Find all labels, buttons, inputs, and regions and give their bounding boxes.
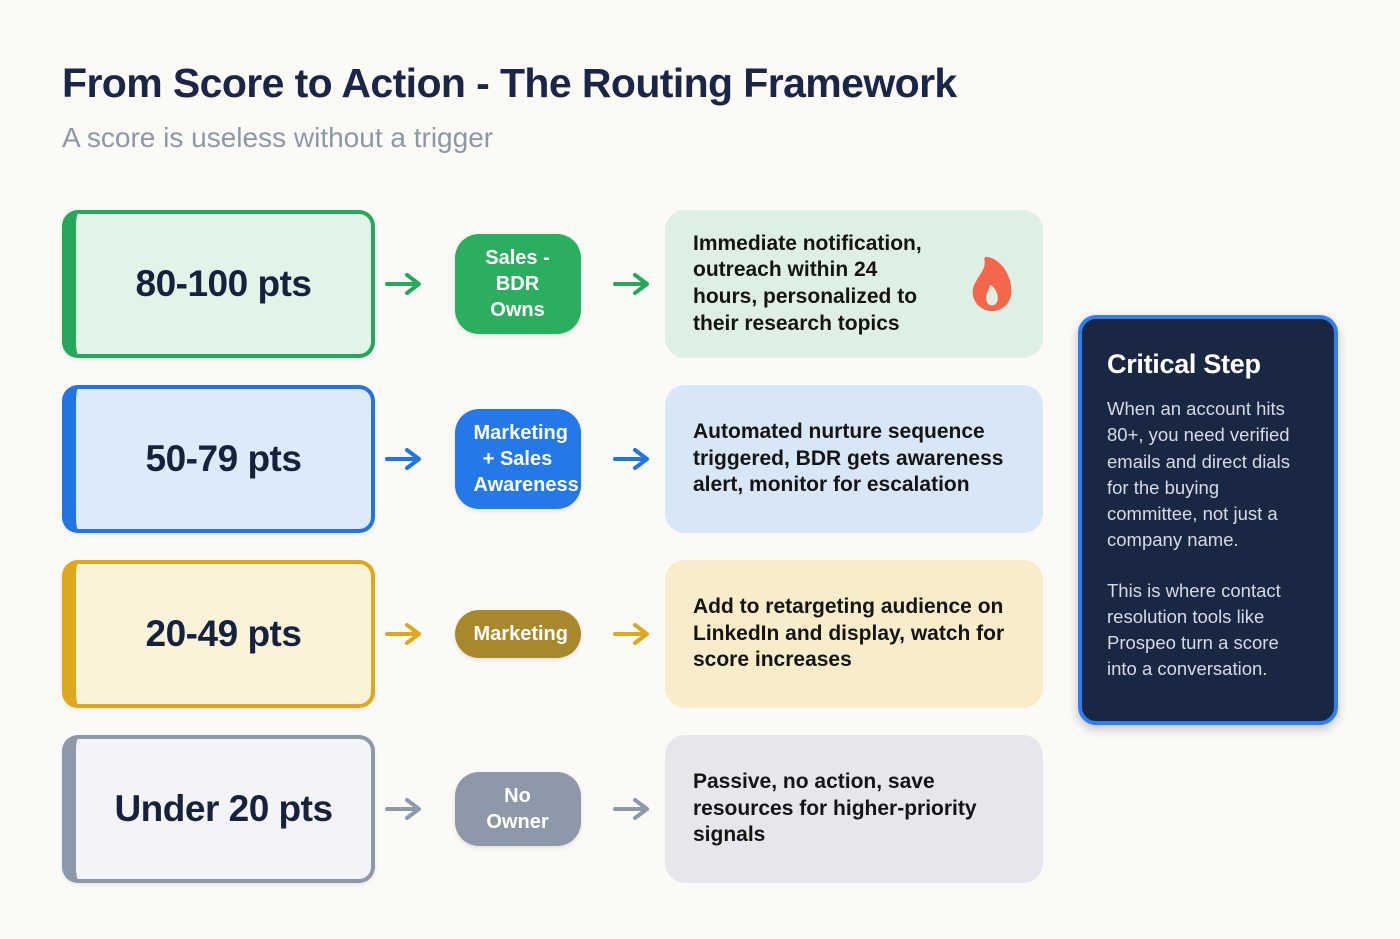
critical-step-title: Critical Step xyxy=(1107,349,1261,379)
routing-row-80-100: 80-100 pts Sales - BDR Owns Immediate no… xyxy=(62,210,1043,358)
score-range-box: 80-100 pts xyxy=(62,210,375,358)
critical-step-paragraph: This is where contact resolution tools l… xyxy=(1107,579,1281,680)
owner-pill: Marketing + Sales Awareness xyxy=(454,409,581,509)
page-title: From Score to Action - The Routing Frame… xyxy=(62,60,957,106)
action-box: Add to retargeting audience on LinkedIn … xyxy=(665,560,1043,708)
score-range-label: 50-79 pts xyxy=(145,438,302,479)
critical-step-card: Critical Step When an account hits 80+, … xyxy=(1078,315,1338,725)
routing-row-50-79: 50-79 pts Marketing + Sales Awareness Au… xyxy=(62,385,1043,533)
action-box: Passive, no action, save resources for h… xyxy=(665,735,1043,883)
score-range-label: 80-100 pts xyxy=(135,263,313,304)
arrow-right-icon xyxy=(375,446,435,472)
action-text: Passive, no action, save resources for h… xyxy=(693,770,977,847)
owner-pill-zone: Marketing + Sales Awareness xyxy=(435,409,600,509)
owner-pill-zone: Marketing xyxy=(435,610,600,658)
arrow-right-icon xyxy=(600,446,665,472)
score-range-box: 20-49 pts xyxy=(62,560,375,708)
action-box: Automated nurture sequence triggered, BD… xyxy=(665,385,1043,533)
owner-pill: No Owner xyxy=(454,772,581,846)
owner-pill-zone: Sales - BDR Owns xyxy=(435,234,600,334)
owner-pill: Marketing xyxy=(454,610,581,658)
flame-icon xyxy=(961,251,1023,317)
action-box: Immediate notification, outreach within … xyxy=(665,210,1043,358)
routing-row-20-49: 20-49 pts Marketing Add to retargeting a… xyxy=(62,560,1043,708)
action-text: Immediate notification, outreach within … xyxy=(693,231,922,335)
arrow-right-icon xyxy=(600,271,665,297)
score-range-box: Under 20 pts xyxy=(62,735,375,883)
arrow-right-icon xyxy=(375,271,435,297)
score-range-box: 50-79 pts xyxy=(62,385,375,533)
arrow-right-icon xyxy=(600,621,665,647)
arrow-right-icon xyxy=(600,796,665,822)
arrow-right-icon xyxy=(375,796,435,822)
routing-rows: 80-100 pts Sales - BDR Owns Immediate no… xyxy=(62,210,1043,883)
action-text: Add to retargeting audience on LinkedIn … xyxy=(693,595,1005,672)
owner-pill-zone: No Owner xyxy=(435,772,600,846)
page-subtitle: A score is useless without a trigger xyxy=(62,122,494,153)
score-range-label: Under 20 pts xyxy=(114,788,333,829)
critical-step-paragraph: When an account hits 80+, you need verif… xyxy=(1107,398,1291,551)
score-range-label: 20-49 pts xyxy=(145,613,302,654)
owner-pill: Sales - BDR Owns xyxy=(454,234,581,334)
arrow-right-icon xyxy=(375,621,435,647)
action-text: Automated nurture sequence triggered, BD… xyxy=(693,420,1004,497)
routing-row-under-20: Under 20 pts No Owner Passive, no action… xyxy=(62,735,1043,883)
